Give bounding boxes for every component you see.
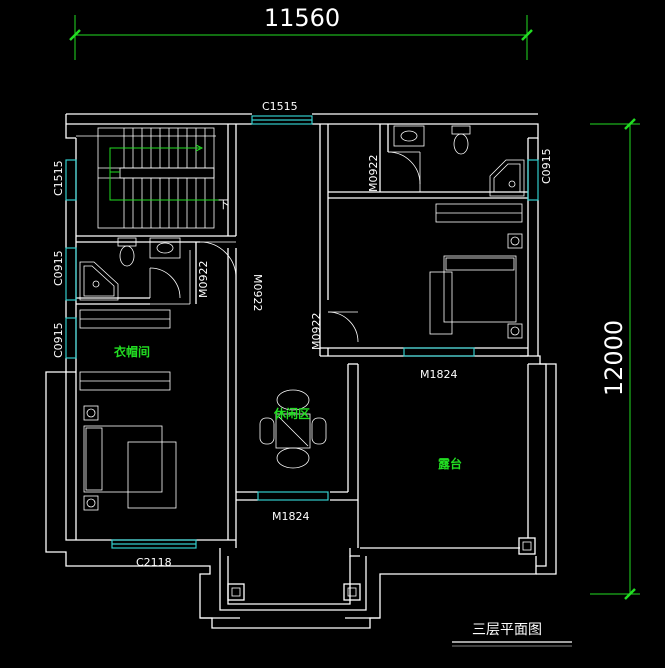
window-label-left-top: C1515: [52, 160, 65, 196]
drawing-title-block: 三层平面图: [452, 622, 572, 647]
window-label-bottom: C2118: [136, 556, 172, 569]
window-label-top: C1515: [262, 100, 298, 113]
right-dimension: 12000: [590, 118, 640, 600]
room-label-closet: 衣帽间: [114, 344, 150, 359]
opening-labels: C1515 C1515 C0915 C0915 C0915 C2118 M092…: [52, 100, 553, 569]
width-dimension-label: 11560: [264, 4, 340, 32]
door-label-stair-hall: M0922: [251, 274, 264, 312]
window-label-right-bath: C0915: [540, 148, 553, 184]
window-label-left-low: C0915: [52, 322, 65, 358]
staircase: 下: [97, 127, 229, 229]
interior-walls: [76, 124, 528, 548]
room-label-lounge: 休闲区: [273, 406, 310, 421]
exterior-walls: [45, 113, 557, 629]
height-dimension-label: 12000: [600, 320, 628, 396]
room-labels: 衣帽间 休闲区 露台: [114, 344, 462, 471]
top-dimension: 11560: [69, 4, 533, 60]
door-label-bedroom-right: M0922: [310, 313, 323, 351]
fixtures: [79, 125, 525, 511]
door-label-balcony-top: M1824: [420, 368, 458, 381]
windows: [65, 115, 539, 549]
stair-direction-mark: 下: [218, 198, 229, 211]
door-label-left-bath: M0922: [197, 261, 210, 299]
drawing-title: 三层平面图: [472, 622, 542, 638]
door-label-right-bath: M0922: [367, 155, 380, 193]
room-label-terrace: 露台: [438, 456, 462, 471]
window-label-left-mid: C0915: [52, 250, 65, 286]
door-label-lounge-bottom: M1824: [272, 510, 310, 523]
doors: [149, 151, 421, 343]
